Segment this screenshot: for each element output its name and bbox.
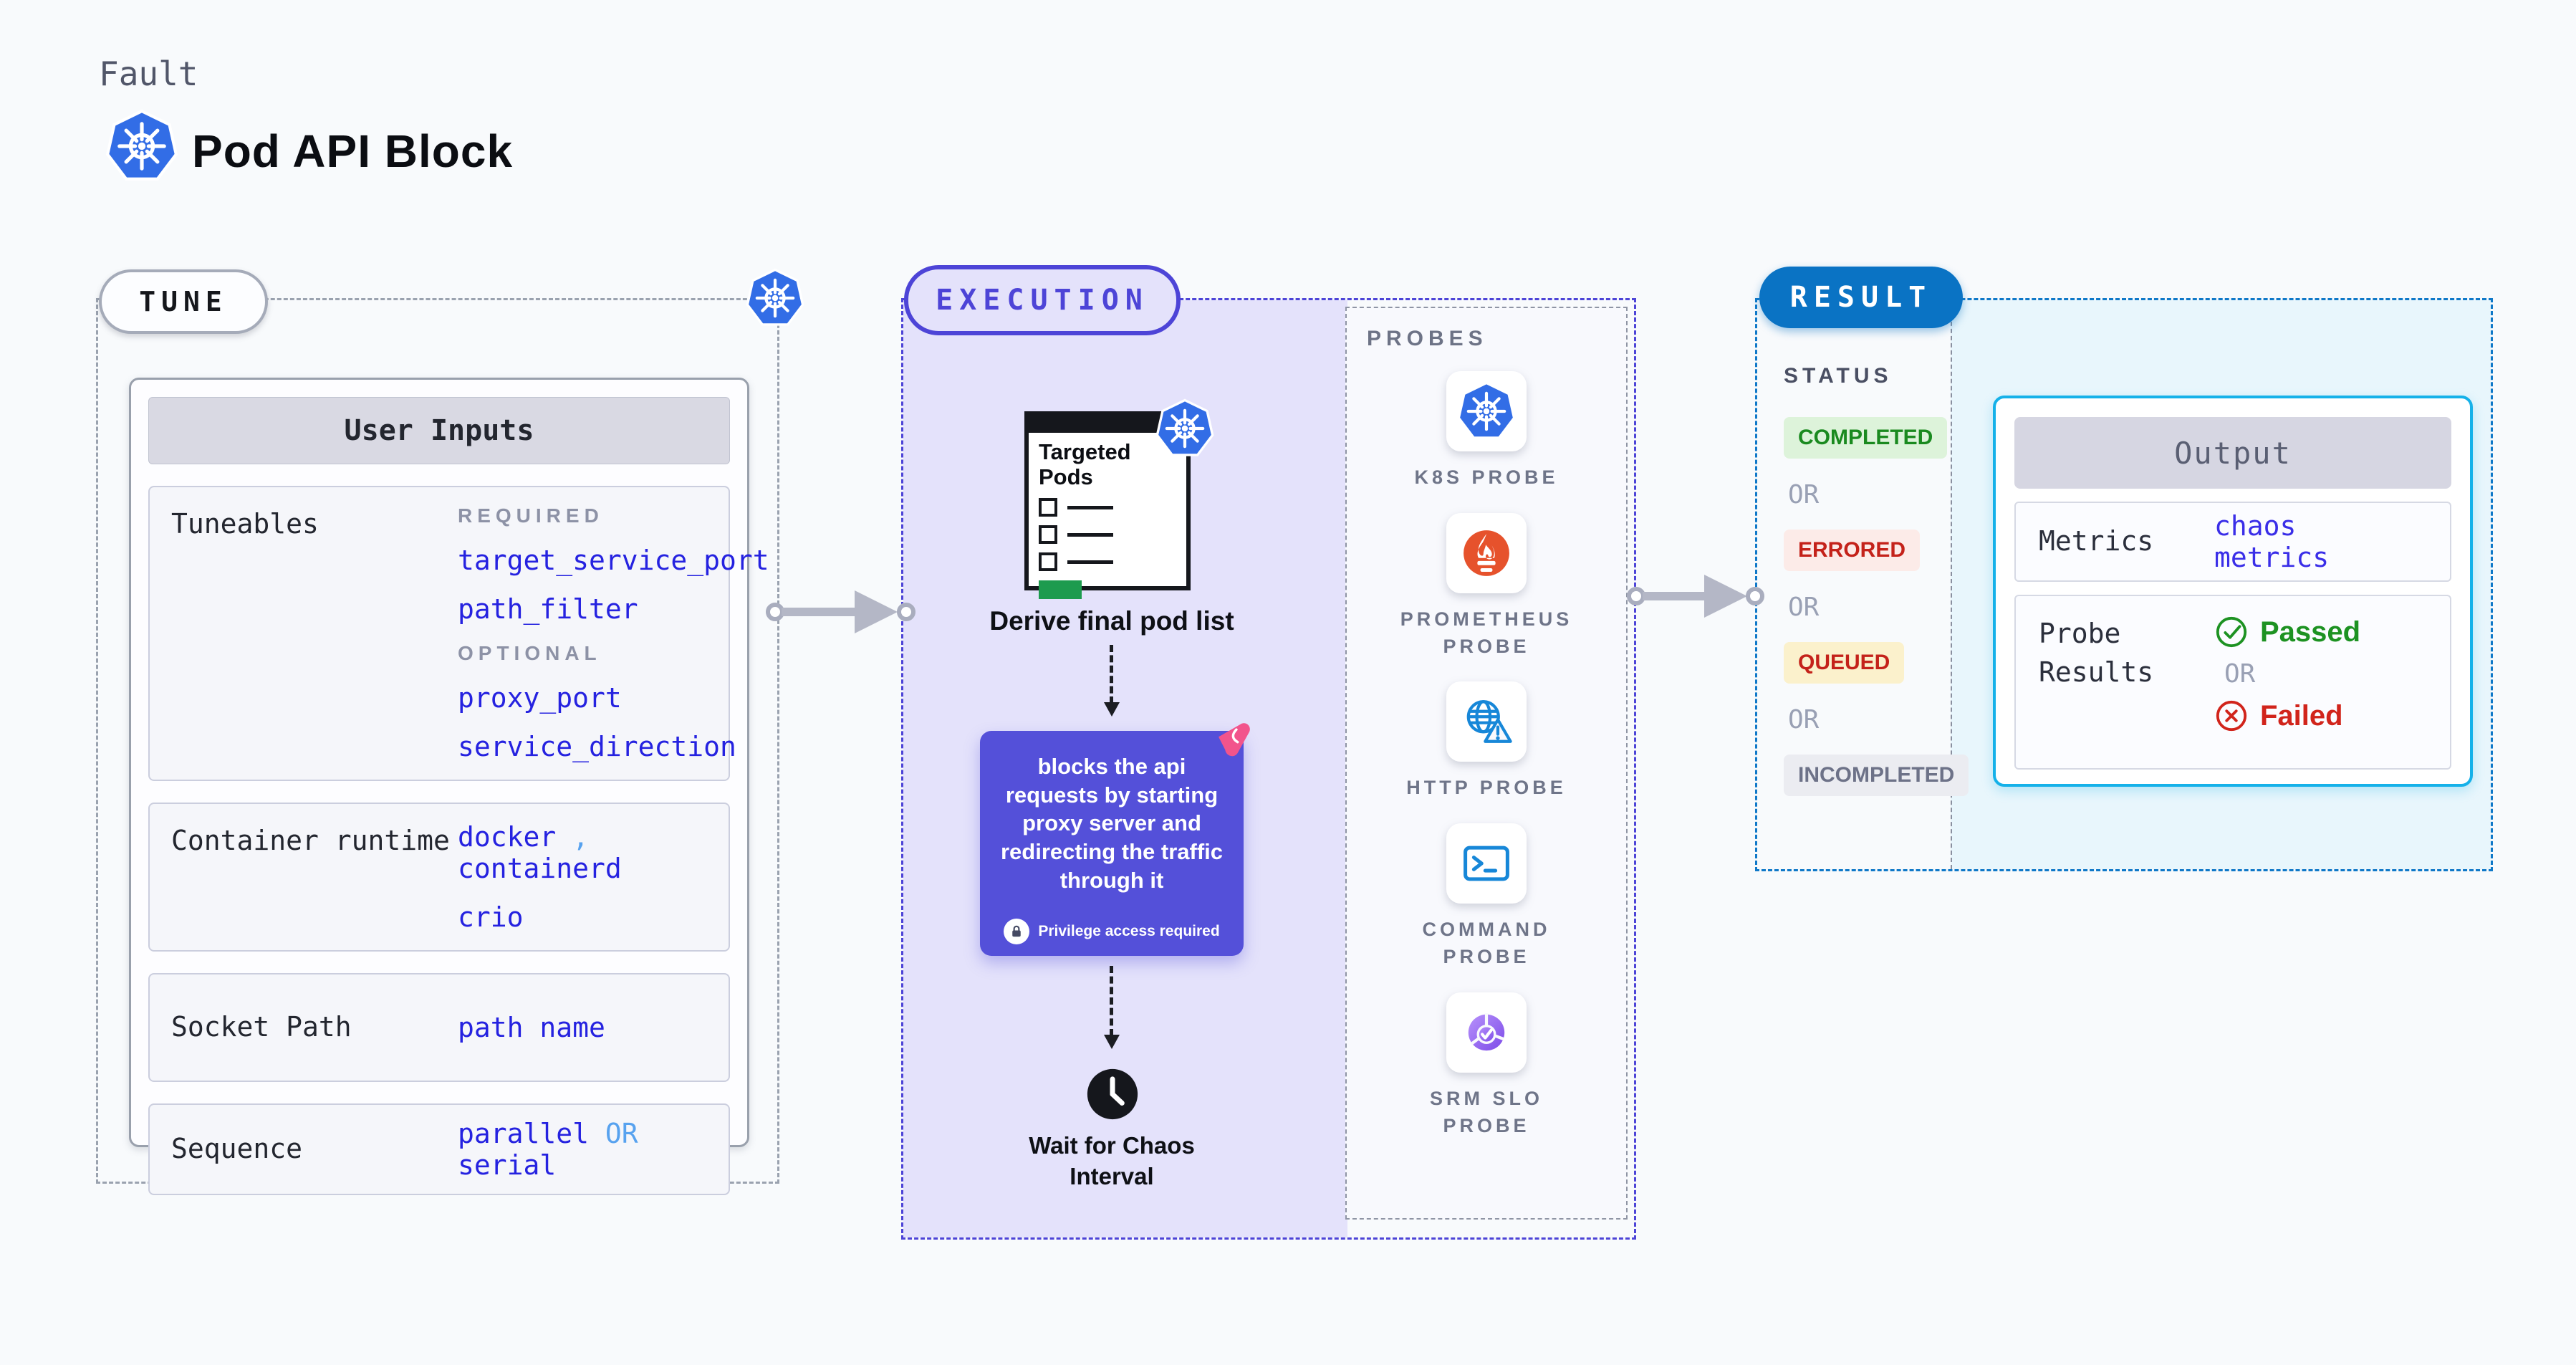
- container-runtime-row: Container runtime docker , containerd cr…: [148, 803, 730, 952]
- failed-result: Failed: [2214, 699, 2360, 733]
- user-inputs-title: User Inputs: [148, 397, 730, 464]
- terminal-icon: [1446, 823, 1527, 904]
- list-item: K8S PROBE: [1393, 371, 1580, 492]
- clock-icon: [1085, 1066, 1140, 1122]
- kubernetes-icon: [105, 109, 179, 183]
- flow-arrow-down-icon: [1104, 966, 1120, 1049]
- tuneables-row: Tuneables REQUIRED target_service_port p…: [148, 486, 769, 781]
- prometheus-icon: [1446, 512, 1527, 593]
- sequence-value: parallel OR serial: [458, 1118, 638, 1181]
- socket-path-row: Socket Path path name: [148, 973, 730, 1082]
- checkbox-icon: [1039, 525, 1057, 545]
- targeted-pods-document: Targeted Pods: [1024, 411, 1191, 600]
- probes-panel-label: PROBES: [1367, 327, 1488, 350]
- pod-list-item: [1039, 525, 1176, 545]
- list-line: [1067, 560, 1113, 564]
- kubernetes-icon: [745, 268, 805, 328]
- metrics-row: Metrics chaos metrics: [2014, 502, 2451, 582]
- probes-panel: PROBES K8S PROBE PROMETHEUS PROBE HTTP P…: [1345, 307, 1628, 1220]
- status-badge: INCOMPLETED: [1784, 755, 1969, 796]
- user-inputs-card: User Inputs Tuneables REQUIRED target_se…: [129, 378, 769, 1195]
- litmus-chaos-icon: [1213, 718, 1255, 760]
- checkbox-icon: [1039, 552, 1057, 572]
- probe-label: PROMETHEUS PROBE: [1400, 608, 1573, 657]
- probe-label: HTTP PROBE: [1406, 777, 1567, 799]
- result-pill: RESULT: [1759, 267, 1963, 328]
- sequence-label: Sequence: [171, 1133, 303, 1165]
- runtime-value: crio: [458, 901, 524, 933]
- status-column: STATUS COMPLETED OR ERRORED OR QUEUED OR…: [1784, 364, 1969, 818]
- fault-kind-label: Fault: [99, 54, 198, 93]
- tuneable-value: proxy_port: [458, 682, 622, 714]
- privilege-note: Privilege access required: [994, 919, 1229, 944]
- derive-pod-list-label: Derive final pod list: [989, 606, 1234, 636]
- output-card: Output Metrics chaos metrics Probe Resul…: [1993, 396, 2473, 787]
- fault-action-description: blocks the api requests by starting prox…: [1000, 754, 1224, 893]
- list-line: [1067, 532, 1113, 537]
- probe-label: SRM SLO PROBE: [1429, 1087, 1543, 1136]
- arrow-end-dot: [1746, 587, 1764, 605]
- page-title: Pod API Block: [192, 125, 514, 177]
- runtime-values: docker , containerd: [458, 821, 622, 884]
- tuneable-value: target_service_port: [458, 545, 769, 576]
- kubernetes-icon: [1155, 398, 1215, 459]
- flow-arrow-down-icon: [1104, 645, 1120, 717]
- x-circle-icon: [2214, 699, 2249, 733]
- wait-chaos-interval-label: Wait for Chaos Interval: [1029, 1132, 1195, 1189]
- or-separator: OR: [1788, 705, 1820, 734]
- passed-result: Passed: [2214, 615, 2360, 649]
- required-label: REQUIRED: [458, 504, 604, 527]
- execution-to-result-arrow: [1627, 573, 1764, 619]
- arrow-head: [1704, 575, 1747, 618]
- sequence-row: Sequence parallel OR serial: [148, 1103, 730, 1195]
- list-line: [1067, 505, 1113, 509]
- lock-icon: [1004, 919, 1030, 944]
- list-item: HTTP PROBE: [1393, 681, 1580, 802]
- list-item: PROMETHEUS PROBE: [1393, 512, 1580, 661]
- probe-results-row: Probe Results Passed OR Failed: [2014, 595, 2451, 770]
- probe-results-label: Probe Results: [2039, 618, 2154, 688]
- probe-label: K8S PROBE: [1414, 466, 1559, 488]
- fault-action-card: blocks the api requests by starting prox…: [980, 731, 1244, 956]
- status-badge: QUEUED: [1784, 642, 1905, 684]
- output-title: Output: [2014, 417, 2451, 489]
- arrow-end-dot: [897, 603, 915, 621]
- arrow-line: [782, 608, 856, 616]
- tuneables-label: Tuneables: [171, 508, 319, 540]
- tune-pill: TUNE: [99, 269, 268, 334]
- status-badge: ERRORED: [1784, 530, 1921, 571]
- optional-label: OPTIONAL: [458, 642, 602, 664]
- document-body: Targeted Pods: [1024, 433, 1191, 600]
- metrics-value: chaos metrics: [2214, 510, 2330, 573]
- or-separator: OR: [2224, 659, 2256, 689]
- socket-path-value: path name: [458, 1012, 605, 1043]
- arrow-head: [855, 590, 898, 633]
- execution-pill: EXECUTION: [904, 265, 1181, 335]
- http-globe-warning-icon: [1446, 681, 1527, 762]
- tuneable-value: path_filter: [458, 593, 638, 625]
- tuneable-value: service_direction: [458, 731, 736, 762]
- check-circle-icon: [2214, 615, 2249, 649]
- list-item: COMMAND PROBE: [1393, 823, 1580, 971]
- status-badge: COMPLETED: [1784, 417, 1948, 459]
- probe-list: K8S PROBE PROMETHEUS PROBE HTTP PROBE CO…: [1347, 371, 1626, 1139]
- pod-list-item: [1039, 552, 1176, 572]
- socket-path-label: Socket Path: [171, 1011, 352, 1043]
- kubernetes-icon: [1446, 371, 1527, 451]
- or-separator: OR: [1788, 480, 1820, 509]
- metrics-label: Metrics: [2039, 525, 2154, 557]
- progress-bar: [1039, 580, 1082, 600]
- container-runtime-label: Container runtime: [171, 825, 450, 856]
- status-label: STATUS: [1784, 364, 1893, 388]
- list-item: SRM SLO PROBE: [1393, 992, 1580, 1140]
- slo-pie-check-icon: [1446, 992, 1527, 1073]
- targeted-pods-title: Targeted Pods: [1039, 439, 1131, 489]
- tune-to-execution-arrow: [766, 589, 918, 635]
- pod-list-item: [1039, 498, 1176, 517]
- probe-label: COMMAND PROBE: [1422, 919, 1551, 967]
- checkbox-icon: [1039, 498, 1057, 517]
- or-separator: OR: [1788, 593, 1820, 622]
- arrow-line: [1643, 592, 1706, 600]
